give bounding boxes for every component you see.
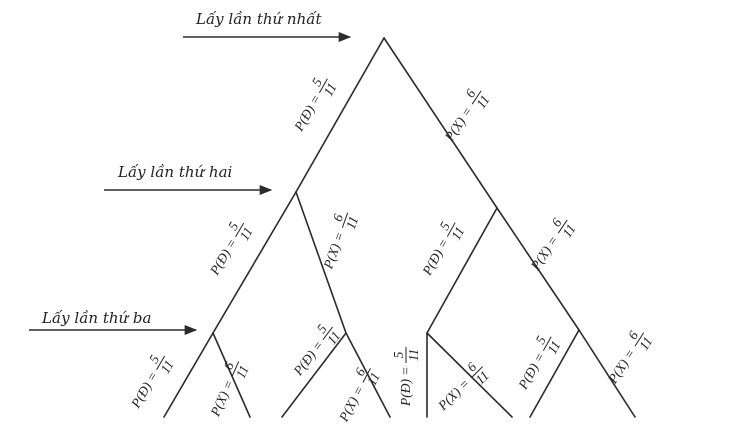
level-label-first: Lấy lần thứ nhất: [195, 10, 322, 28]
tree-branch-DD-DDX: [212, 332, 251, 418]
probability-expression: P(X) =: [527, 233, 561, 274]
fraction-denominator: 11: [364, 370, 383, 388]
probability-expression: P(X) =: [320, 230, 347, 272]
fraction-bar: [542, 336, 552, 351]
fraction-denominator: 11: [233, 363, 252, 380]
probability-expression: P(X) =: [207, 377, 236, 419]
fraction-bar: [156, 355, 166, 371]
tree-branch-XX-XXX: [578, 329, 636, 418]
tree-branch-D-DD: [212, 191, 297, 334]
fraction-bar: [319, 78, 328, 93]
probability-expression: P(X) =: [441, 104, 475, 145]
probability-expression: P(X) =: [336, 383, 367, 424]
fraction-bar: [634, 332, 645, 347]
tree-branch-DD-DDD: [163, 332, 214, 418]
tree-branch-DX-DXX: [345, 332, 391, 418]
tree-branch-XD-XDX: [426, 332, 513, 418]
probability-expression: P(X) =: [434, 376, 472, 414]
branch-label-XD-XDX: P(X) =611: [434, 359, 492, 414]
branch-label-XX-XXX: P(X) =611: [604, 328, 655, 387]
level-indicator-second: Lấy lần thứ hai: [104, 163, 273, 196]
branch-label-root-X: P(X) =611: [441, 86, 492, 145]
fraction-bar: [471, 90, 482, 105]
branch-label-DD-DDD: P(Đ) =511: [127, 352, 176, 412]
probability-expression: P(Đ) =: [515, 350, 548, 393]
fraction-bar: [362, 368, 371, 383]
level-label-second: Lấy lần thứ hai: [117, 163, 233, 181]
tree-branch-X-XD: [426, 207, 498, 334]
fraction-bar: [235, 222, 245, 238]
level-label-third: Lấy lần thứ ba: [41, 309, 151, 327]
level-indicator-first: Lấy lần thứ nhất: [183, 10, 352, 43]
probability-expression: P(Đ) =: [419, 236, 452, 279]
branch-label-X-XX: P(X) =611: [527, 215, 579, 274]
fraction-numerator: 5: [391, 351, 406, 358]
fraction-bar: [470, 366, 483, 379]
tree-branch-root-D: [295, 37, 385, 193]
tree-branch-X-XX: [496, 207, 580, 331]
branch-label-XX-XXD: P(Đ) =511: [515, 333, 564, 393]
fraction-denominator: 11: [343, 214, 361, 231]
tree-branch-D-DX: [295, 191, 347, 334]
branch-label-D-DX: P(X) = 611: [320, 212, 361, 272]
tree-branch-XX-XXD: [529, 329, 580, 418]
branch-label-DD-DDX: P(X) =611: [207, 359, 252, 419]
fraction-bar: [231, 361, 240, 377]
probability-expression: P(Đ) =: [291, 92, 324, 135]
probability-expression: P(Đ) =: [290, 338, 326, 379]
tree-branch-root-X: [383, 37, 498, 209]
tree-branch-DX-DXD: [281, 332, 347, 418]
probability-expression: P(Đ) =: [398, 367, 413, 407]
branch-label-X-XD: P(Đ) =511: [419, 219, 467, 279]
fraction-bar: [322, 326, 333, 340]
tree-edges: [163, 37, 636, 418]
fraction-bar: [557, 219, 568, 234]
level-indicator-third: Lấy lần thứ ba: [29, 309, 198, 336]
fraction-denominator: 11: [406, 349, 421, 362]
probability-expression: P(Đ) =: [127, 369, 160, 412]
fraction-bar: [446, 222, 456, 237]
fraction-bar: [341, 212, 349, 228]
branch-label-DX-DXX: P(X) =611: [336, 365, 383, 424]
probability-expression: P(X) =: [604, 346, 638, 387]
fraction-numerator: 6: [330, 212, 346, 224]
probability-expression: P(Đ) =: [206, 236, 239, 278]
